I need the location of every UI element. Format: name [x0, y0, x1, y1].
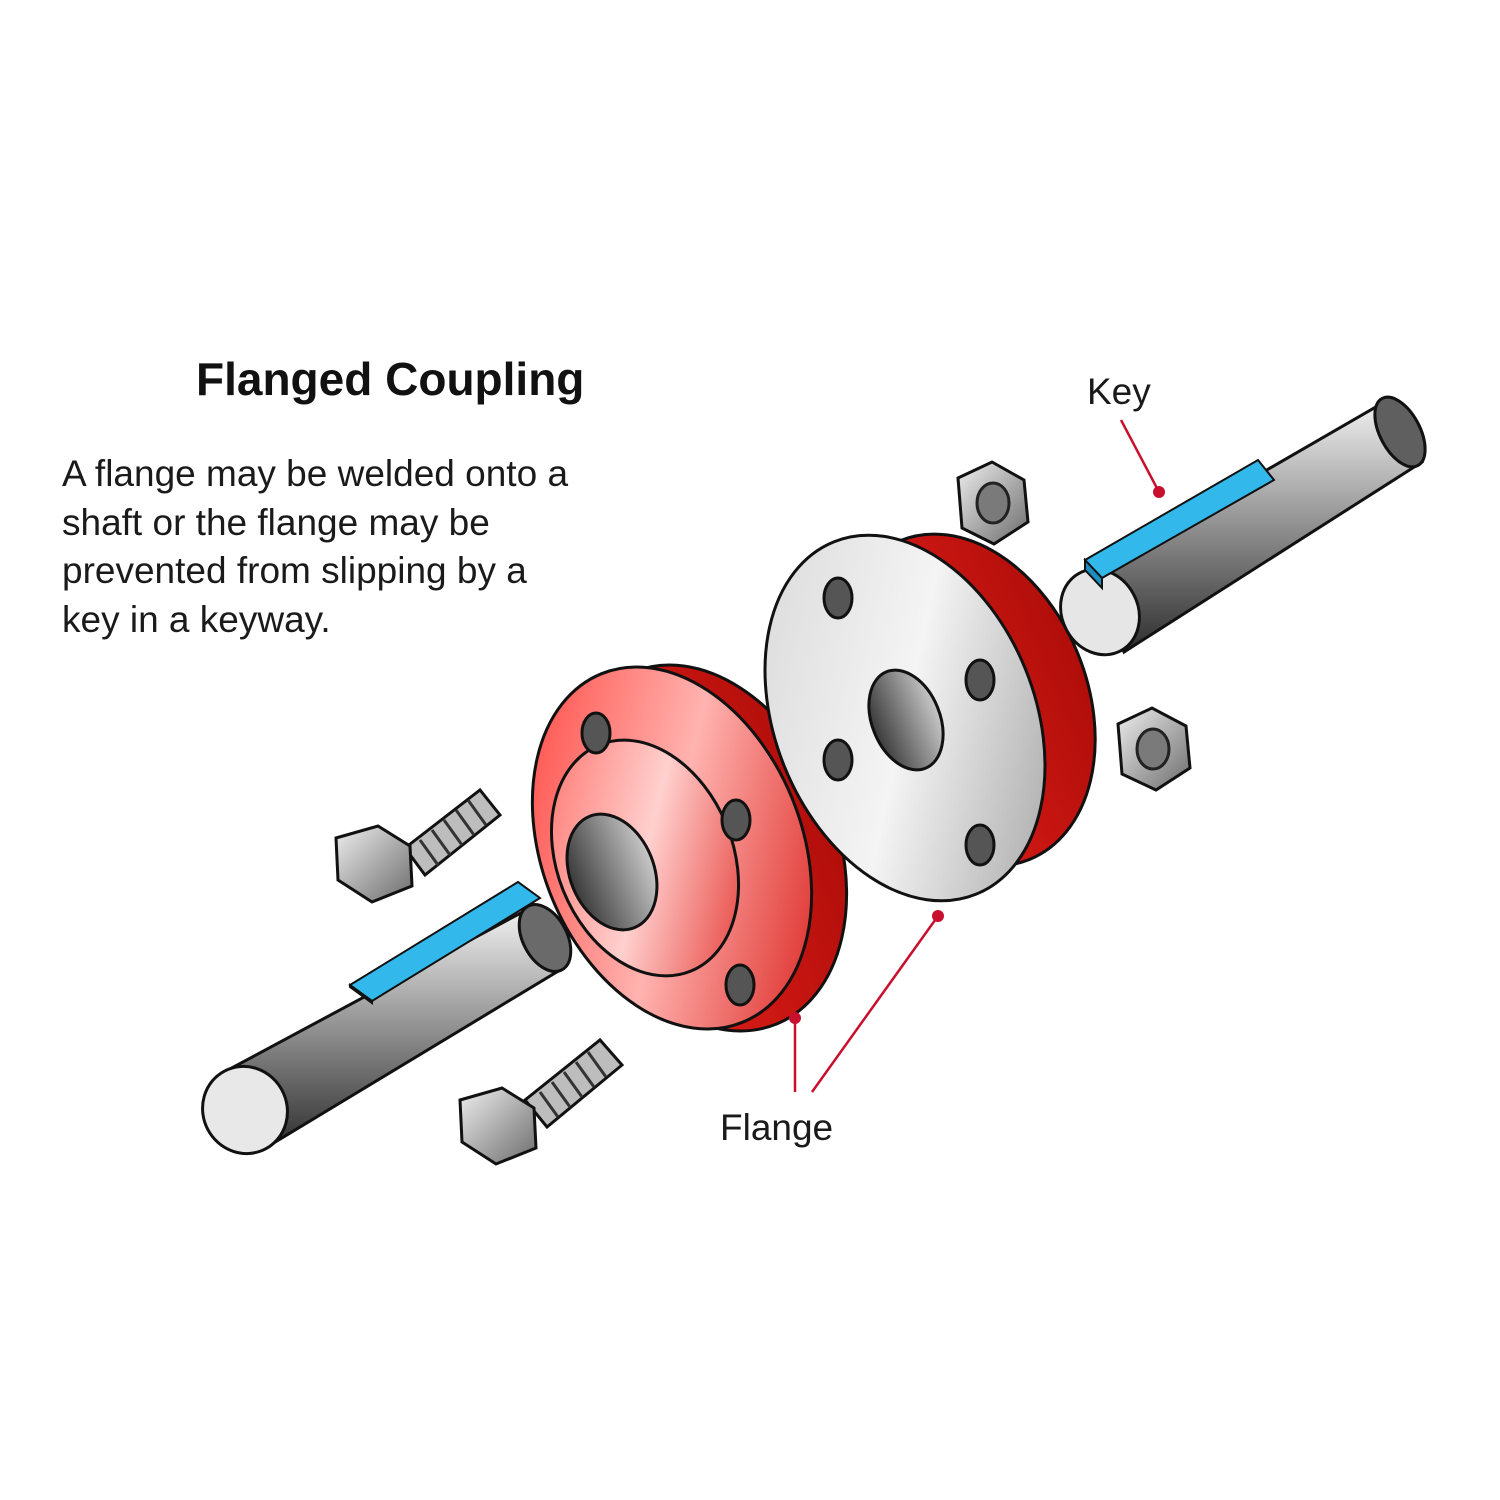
- nut-upper-right: [956, 460, 1030, 546]
- nut-lower-right: [1116, 706, 1192, 792]
- right-key: [1083, 458, 1276, 591]
- left-key: [348, 880, 542, 1005]
- bolt-lower-left: [458, 1037, 625, 1166]
- bolt-upper-left: [334, 787, 503, 904]
- left-flange: [530, 663, 849, 1033]
- right-shaft: [1059, 395, 1427, 657]
- flange-leader-right: [810, 915, 940, 1093]
- leader-lines: [793, 419, 1161, 1093]
- description-line: key in a keyway.: [62, 598, 331, 640]
- description-line: prevented from slipping by a: [62, 550, 527, 591]
- right-flange: [763, 532, 1097, 903]
- diagram-description: A flange may be welded onto a shaft or t…: [62, 450, 662, 644]
- left-shaft: [201, 903, 573, 1156]
- flange-label: Flange: [720, 1107, 834, 1148]
- description-line: shaft or the flange may be: [62, 501, 490, 543]
- key-leader-line: [1119, 419, 1161, 493]
- leader-dots: [789, 486, 1165, 1024]
- description-line: A flange may be welded onto a: [62, 453, 569, 494]
- diagram-title: Flanged Coupling: [196, 353, 585, 405]
- key-label: Key: [1087, 371, 1151, 412]
